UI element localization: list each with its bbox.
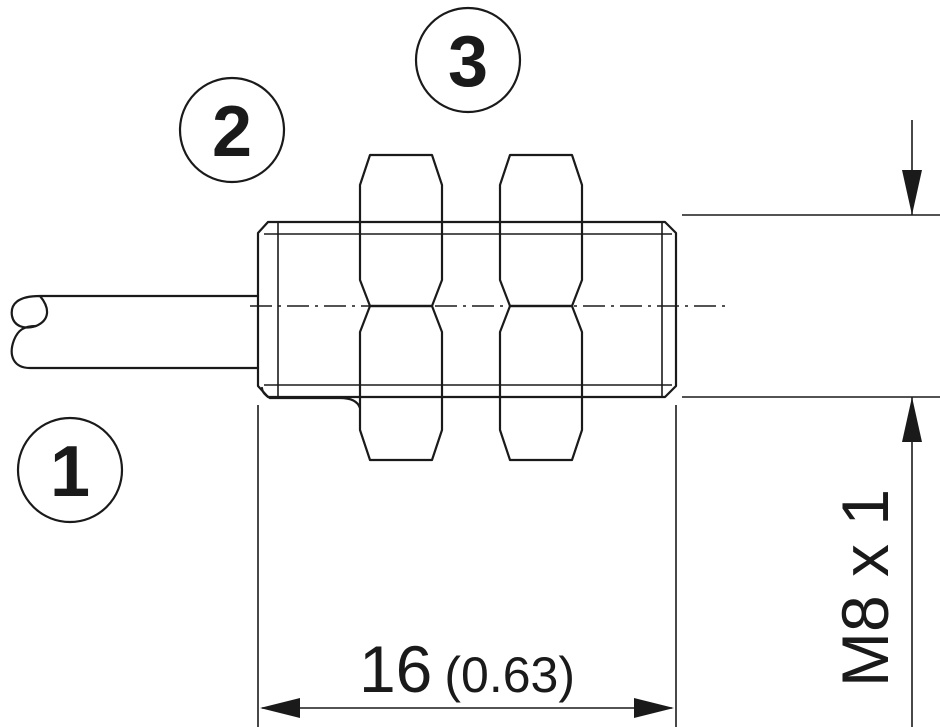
threaded-housing xyxy=(256,220,678,410)
cable xyxy=(10,294,260,370)
callout-housing-label: 2 xyxy=(212,92,252,172)
thread-dimension-label: M8 x 1 xyxy=(828,489,902,687)
nut-right xyxy=(498,153,584,462)
length-dimension-label: 16(0.63) xyxy=(359,632,575,706)
nut-left xyxy=(358,153,444,462)
callout-nuts-label: 3 xyxy=(448,22,488,102)
callout-nuts: 3 xyxy=(414,6,522,114)
callout-cable: 1 xyxy=(16,416,124,524)
callout-cable-label: 1 xyxy=(50,432,90,512)
length-dimension: 16(0.63) xyxy=(257,405,677,727)
callout-housing: 2 xyxy=(178,76,286,184)
thread-dimension: M8 x 1 xyxy=(682,120,940,727)
